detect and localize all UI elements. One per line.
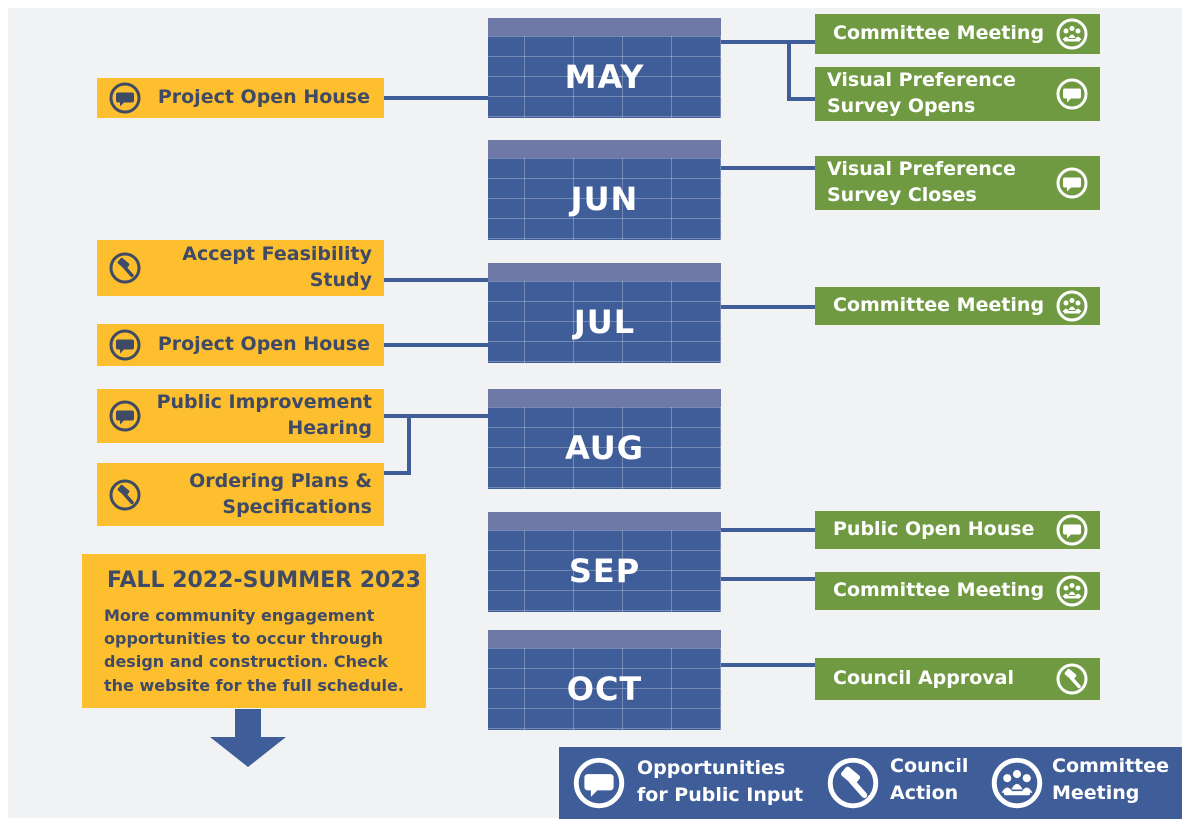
item-label: Committee Meeting: [833, 294, 1045, 317]
speech-bubble-icon: [109, 400, 141, 432]
month-label: AUG: [564, 429, 645, 467]
calendar-header-band: [488, 389, 721, 407]
calendar-grid: [488, 530, 721, 612]
month-label: JUN: [570, 180, 639, 218]
month-label: JUL: [573, 303, 636, 341]
calendar-grid: [488, 407, 721, 489]
calendar-header-band: [488, 630, 721, 648]
down-arrow-icon: [210, 709, 286, 767]
connector-line: [407, 414, 411, 474]
month-block-oct: OCT: [488, 630, 721, 730]
item-label: Committee Meeting: [833, 22, 1045, 45]
calendar-grid: [488, 158, 721, 240]
right-item-survey-opens: Visual Preference Survey Opens: [815, 67, 1100, 121]
calendar-grid: [488, 36, 721, 118]
month-label: SEP: [568, 552, 641, 590]
speech-bubble-icon: [1056, 78, 1088, 110]
connector-line: [721, 528, 815, 532]
connector-line: [384, 414, 488, 418]
month-label: OCT: [566, 670, 643, 708]
item-label: Public Open House: [833, 518, 1035, 541]
calendar-grid: [488, 281, 721, 363]
gavel-icon: [1056, 663, 1088, 695]
connector-line: [787, 40, 791, 100]
gavel-icon: [109, 252, 141, 284]
connector-line: [721, 305, 815, 309]
note-title: FALL 2022-SUMMER 2023: [107, 568, 421, 593]
item-label: Public Improvement Hearing: [156, 391, 372, 439]
connector-line: [384, 278, 488, 282]
item-label: Accept Feasibility Study: [182, 243, 372, 291]
note-body: More community engagement opportunities …: [104, 606, 404, 695]
left-item-ordering-plans: Ordering Plans & Specifications: [97, 463, 384, 526]
people-icon: [1056, 290, 1088, 322]
fall-summer-note: FALL 2022-SUMMER 2023 More community eng…: [82, 554, 426, 708]
calendar-grid: [488, 648, 721, 730]
connector-line: [721, 577, 815, 581]
speech-bubble-icon: [573, 757, 625, 809]
month-block-aug: AUG: [488, 389, 721, 489]
legend-item-committee-meeting: Committee Meeting: [1052, 755, 1170, 804]
calendar-header-band: [488, 512, 721, 530]
calendar-header-band: [488, 140, 721, 158]
gavel-icon: [109, 479, 141, 511]
speech-bubble-icon: [109, 82, 141, 114]
right-item-survey-closes: Visual Preference Survey Closes: [815, 156, 1100, 210]
connector-line: [787, 97, 815, 101]
month-label: MAY: [564, 58, 645, 96]
people-icon: [1056, 18, 1088, 50]
legend-item-public-input: Opportunities for Public Input: [637, 757, 804, 806]
calendar-header-band: [488, 18, 721, 36]
left-item-project-open-house: Project Open House: [97, 78, 384, 118]
month-block-may: MAY: [488, 18, 721, 118]
month-block-jul: JUL: [488, 263, 721, 363]
month-block-sep: SEP: [488, 512, 721, 612]
connector-line: [721, 166, 815, 170]
month-block-jun: JUN: [488, 140, 721, 240]
connector-line: [384, 343, 488, 347]
right-item-council-approval: Council Approval: [815, 658, 1100, 700]
connector-line: [721, 40, 815, 44]
legend-item-council-action: Council Action: [890, 755, 969, 804]
people-icon: [991, 757, 1043, 809]
item-label: Project Open House: [157, 333, 370, 356]
connector-line: [384, 96, 488, 100]
item-label: Committee Meeting: [833, 579, 1045, 602]
speech-bubble-icon: [109, 329, 141, 361]
speech-bubble-icon: [1056, 514, 1088, 546]
item-label: Visual Preference Survey Closes: [827, 158, 1016, 206]
right-item-committee-meeting-may: Committee Meeting: [815, 14, 1100, 54]
right-item-committee-meeting-sep: Committee Meeting: [815, 572, 1100, 610]
right-item-public-open-house: Public Open House: [815, 511, 1100, 549]
left-item-accept-feasibility-study: Accept Feasibility Study: [97, 240, 384, 296]
item-label: Ordering Plans & Specifications: [189, 469, 372, 518]
speech-bubble-icon: [1056, 167, 1088, 199]
item-label: Project Open House: [157, 86, 370, 109]
item-label: Council Approval: [833, 667, 1015, 690]
item-label: Visual Preference Survey Opens: [827, 69, 1016, 117]
legend: Opportunities for Public Input Council A…: [559, 747, 1182, 819]
gavel-icon: [827, 757, 879, 809]
left-item-public-improvement-hearing: Public Improvement Hearing: [97, 389, 384, 443]
right-item-committee-meeting-jul: Committee Meeting: [815, 287, 1100, 325]
connector-line: [721, 663, 815, 667]
people-icon: [1056, 575, 1088, 607]
calendar-header-band: [488, 263, 721, 281]
connector-line: [384, 471, 411, 475]
left-item-project-open-house-jul: Project Open House: [97, 324, 384, 366]
